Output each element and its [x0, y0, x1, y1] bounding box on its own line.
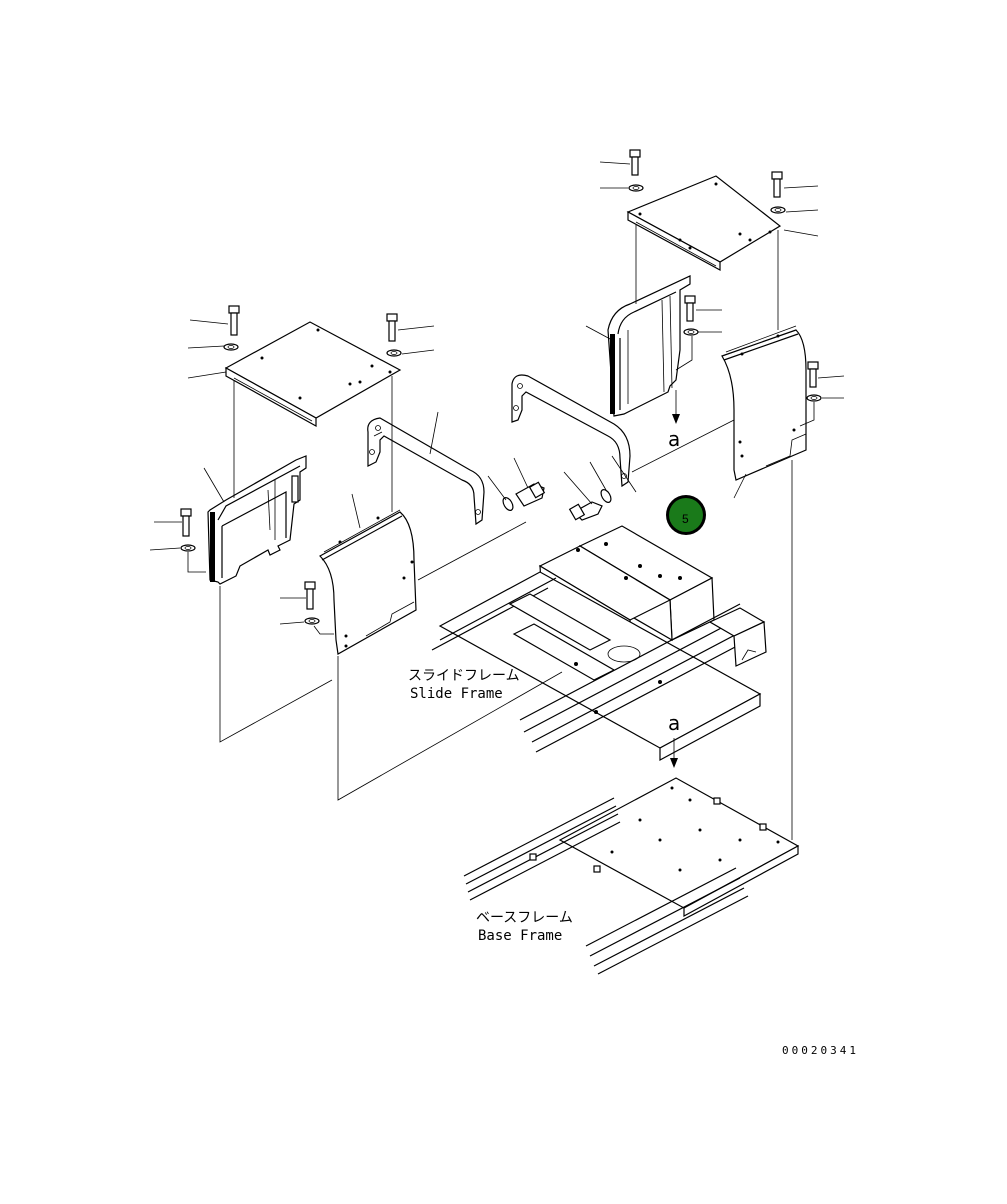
left-arch-frame	[367, 411, 485, 526]
right-top-bolt-1	[628, 149, 644, 192]
right-front-cover	[721, 325, 807, 481]
left-top-bolt-1	[223, 305, 240, 351]
center-bolt-1	[487, 457, 546, 511]
left-side-bolt	[180, 508, 196, 552]
base-frame-label-jp: ベースフレーム	[476, 910, 573, 926]
left-top-cover	[224, 321, 402, 428]
left-side-leaders	[149, 467, 225, 573]
right-front-leaders	[733, 375, 845, 499]
right-front-bolt	[806, 361, 822, 402]
drawing-number: 00020341	[782, 1044, 859, 1057]
view-marker-a-upper: a	[668, 427, 680, 451]
right-top-cover	[626, 175, 782, 272]
center-bolt-2	[563, 461, 612, 521]
left-front-cover	[319, 509, 417, 655]
base-frame	[463, 777, 800, 975]
slide-frame	[431, 525, 767, 762]
left-front-leaders	[279, 493, 361, 635]
left-top-bolt-2	[386, 313, 402, 357]
base-frame-label-en: Base Frame	[478, 928, 562, 944]
slide-frame-label-jp: スライドフレーム	[408, 668, 520, 684]
right-top-leaders	[599, 161, 819, 237]
badge-number: 5	[682, 512, 689, 526]
view-marker-a-lower: a	[668, 711, 680, 735]
left-top-leaders	[187, 319, 435, 379]
part-number-badge[interactable]: 5	[666, 495, 706, 535]
assembly-lines	[219, 224, 793, 840]
slide-frame-label-en: Slide Frame	[410, 686, 503, 702]
right-side-bolt	[683, 295, 699, 336]
left-front-bolt	[304, 581, 320, 625]
right-side-frame	[607, 275, 691, 417]
right-side-leaders	[585, 309, 722, 371]
right-top-bolt-2	[770, 171, 786, 214]
right-arch-frame	[511, 374, 637, 493]
left-side-frame	[207, 455, 307, 585]
